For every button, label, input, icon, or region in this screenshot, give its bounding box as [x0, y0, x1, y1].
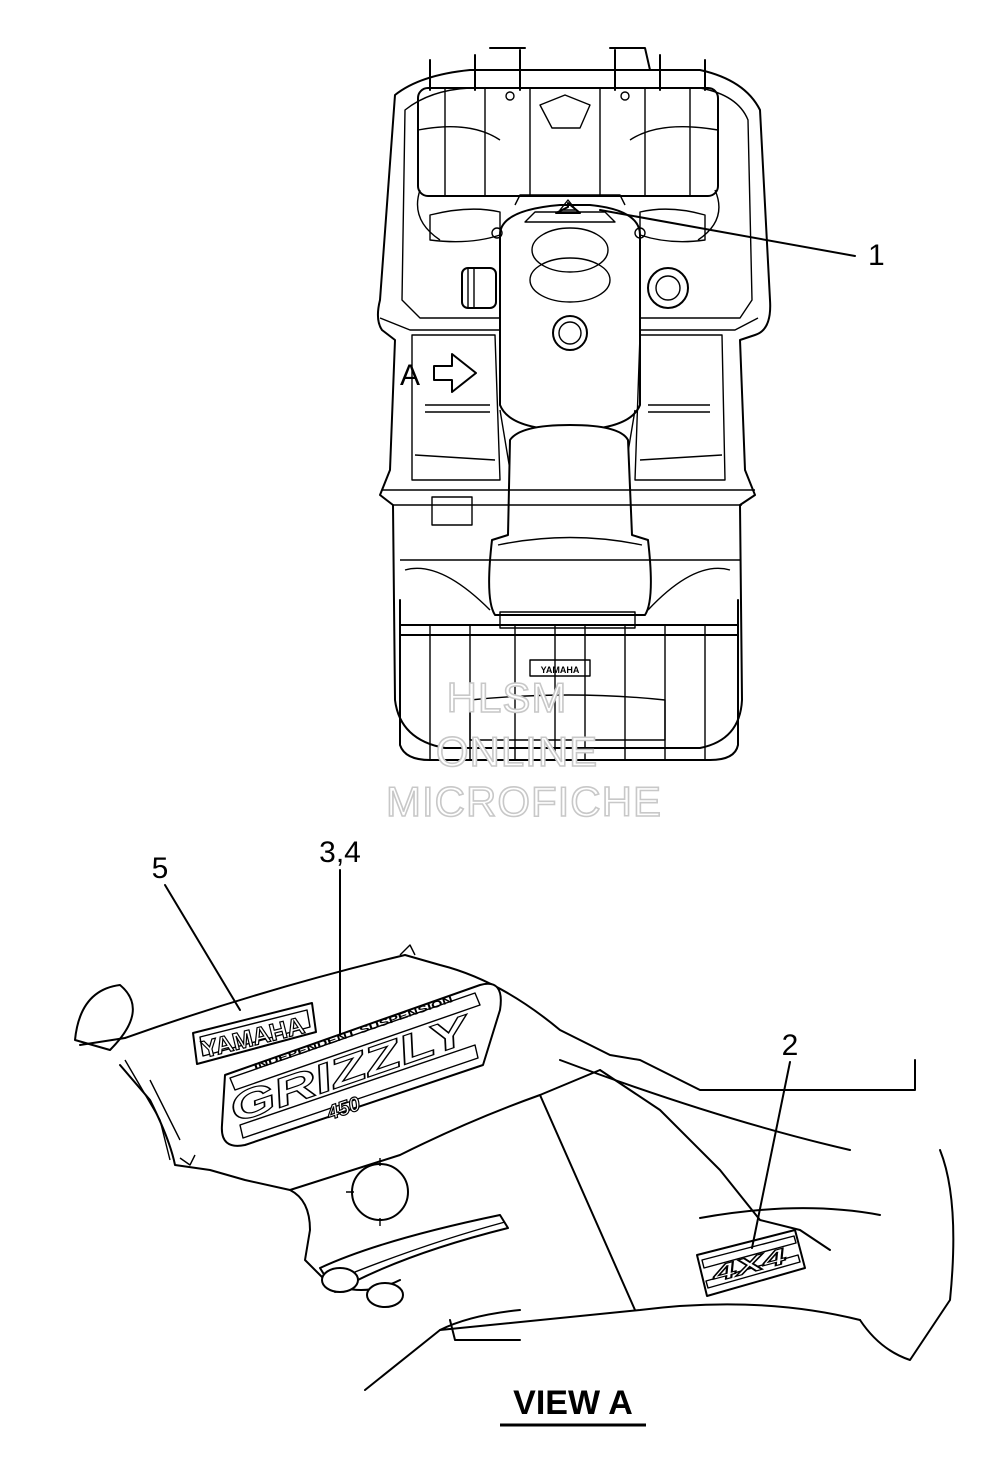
view-a-arrow: A — [400, 353, 477, 393]
callout-5: 5 — [152, 852, 169, 885]
view-a-detail: YAMAHA INDEPENDENT SUSPENSION GRIZZLY 45… — [74, 836, 955, 1427]
four-by-four-decal: 4X4 — [696, 1229, 806, 1297]
front-rack — [416, 47, 720, 241]
watermark: HLSM ONLINE MICROFICHE — [385, 673, 662, 826]
callout-3-4: 3,4 — [319, 836, 361, 869]
rear-rack — [399, 567, 739, 761]
watermark-line-1: HLSM — [447, 674, 568, 721]
callout-2: 2 — [782, 1029, 799, 1062]
view-a-title: VIEW A — [513, 1384, 633, 1422]
view-a-marker: A — [400, 359, 420, 392]
callout-1: 1 — [868, 239, 885, 272]
rear-yamaha-label: YAMAHA — [541, 665, 580, 675]
watermark-line-2: ONLINE — [436, 728, 598, 775]
atv-top-view: YAMAHA A 1 — [376, 47, 885, 761]
grizzly-decal: INDEPENDENT SUSPENSION GRIZZLY 450 — [220, 982, 502, 1147]
watermark-line-3: MICROFICHE — [386, 778, 662, 825]
